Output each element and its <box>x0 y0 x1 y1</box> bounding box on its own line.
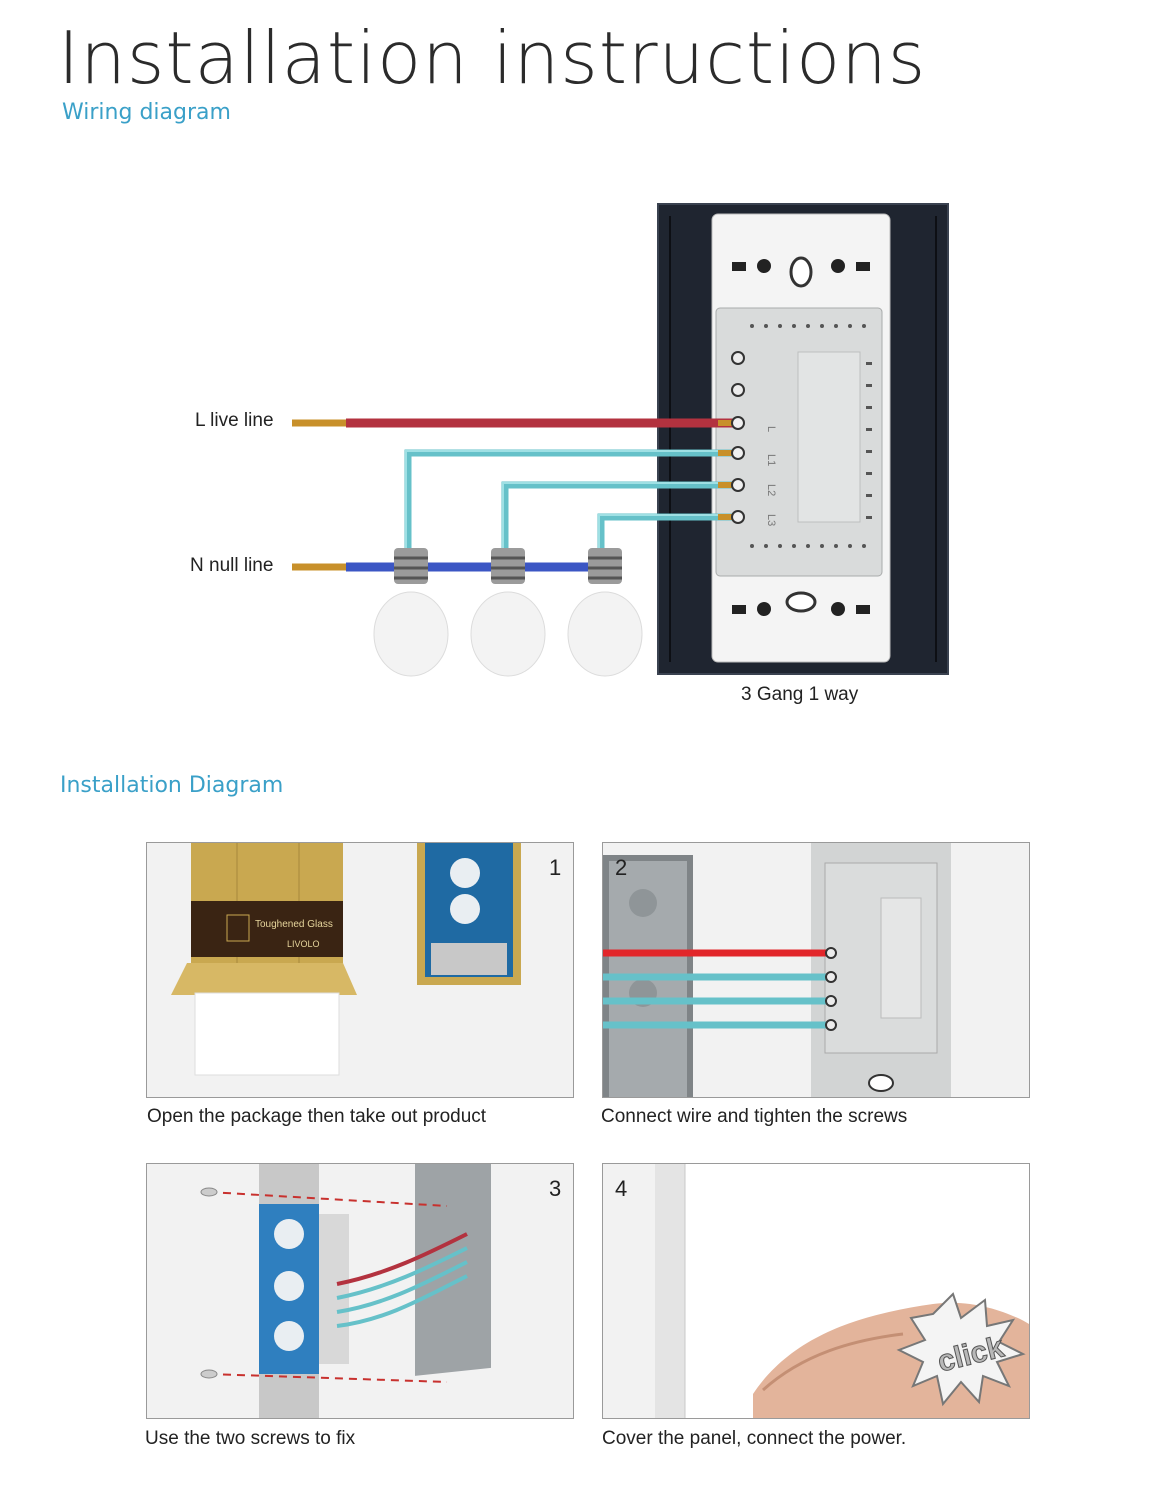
step-3-number: 3 <box>549 1176 562 1201</box>
switched-wires <box>404 449 736 550</box>
step-4-illustration: click <box>655 1164 1029 1418</box>
terminal-label-l: L <box>765 426 777 432</box>
null-line-label: N null line <box>190 555 274 576</box>
switched-wire-highlight <box>405 450 736 550</box>
step-3-caption: Use the two screws to fix <box>145 1428 356 1449</box>
module-vents <box>750 324 872 548</box>
frame-segments <box>669 216 937 662</box>
step-2-illustration <box>603 843 951 1097</box>
step-2-number: 2 <box>615 855 628 880</box>
bulb-2 <box>470 548 546 677</box>
step-4-number: 4 <box>615 1176 628 1201</box>
page-title: Installation instructions <box>58 16 927 100</box>
wiring-diagram: L L1 L2 L3 <box>292 203 949 677</box>
step-2-panel: 2 <box>602 842 1030 1098</box>
terminal-label-l1: L1 <box>765 454 777 466</box>
bulb-1 <box>373 548 449 677</box>
terminal-screws <box>731 351 745 397</box>
wiring-diagram-subtitle: Wiring diagram <box>62 100 231 125</box>
step-2-caption: Connect wire and tighten the screws <box>601 1106 908 1127</box>
step-3-panel: 3 <box>146 1163 574 1419</box>
brand-text: LIVOLO <box>287 939 320 949</box>
step-1-illustration: Toughened Glass LIVOLO <box>171 843 521 1076</box>
terminal-label-l3: L3 <box>765 514 777 526</box>
bulb-3 <box>567 548 643 677</box>
step-4-panel: click 4 <box>602 1163 1030 1419</box>
step-4-caption: Cover the panel, connect the power. <box>602 1428 907 1449</box>
wire-terminal-screws <box>731 416 745 524</box>
installation-diagram-title: Installation Diagram <box>60 773 284 798</box>
switch-type-label: 3 Gang 1 way <box>741 684 859 705</box>
live-line-label: L live line <box>195 410 274 431</box>
step-1-caption: Open the package then take out product <box>147 1106 487 1127</box>
step-3-illustration <box>200 1164 491 1418</box>
package-text: Toughened Glass <box>255 919 333 930</box>
terminal-labels: L L1 L2 L3 <box>765 426 777 526</box>
step-1-panel: Toughened Glass LIVOLO 1 <box>146 842 574 1098</box>
step-1-number: 1 <box>549 855 562 880</box>
terminal-label-l2: L2 <box>765 484 777 496</box>
